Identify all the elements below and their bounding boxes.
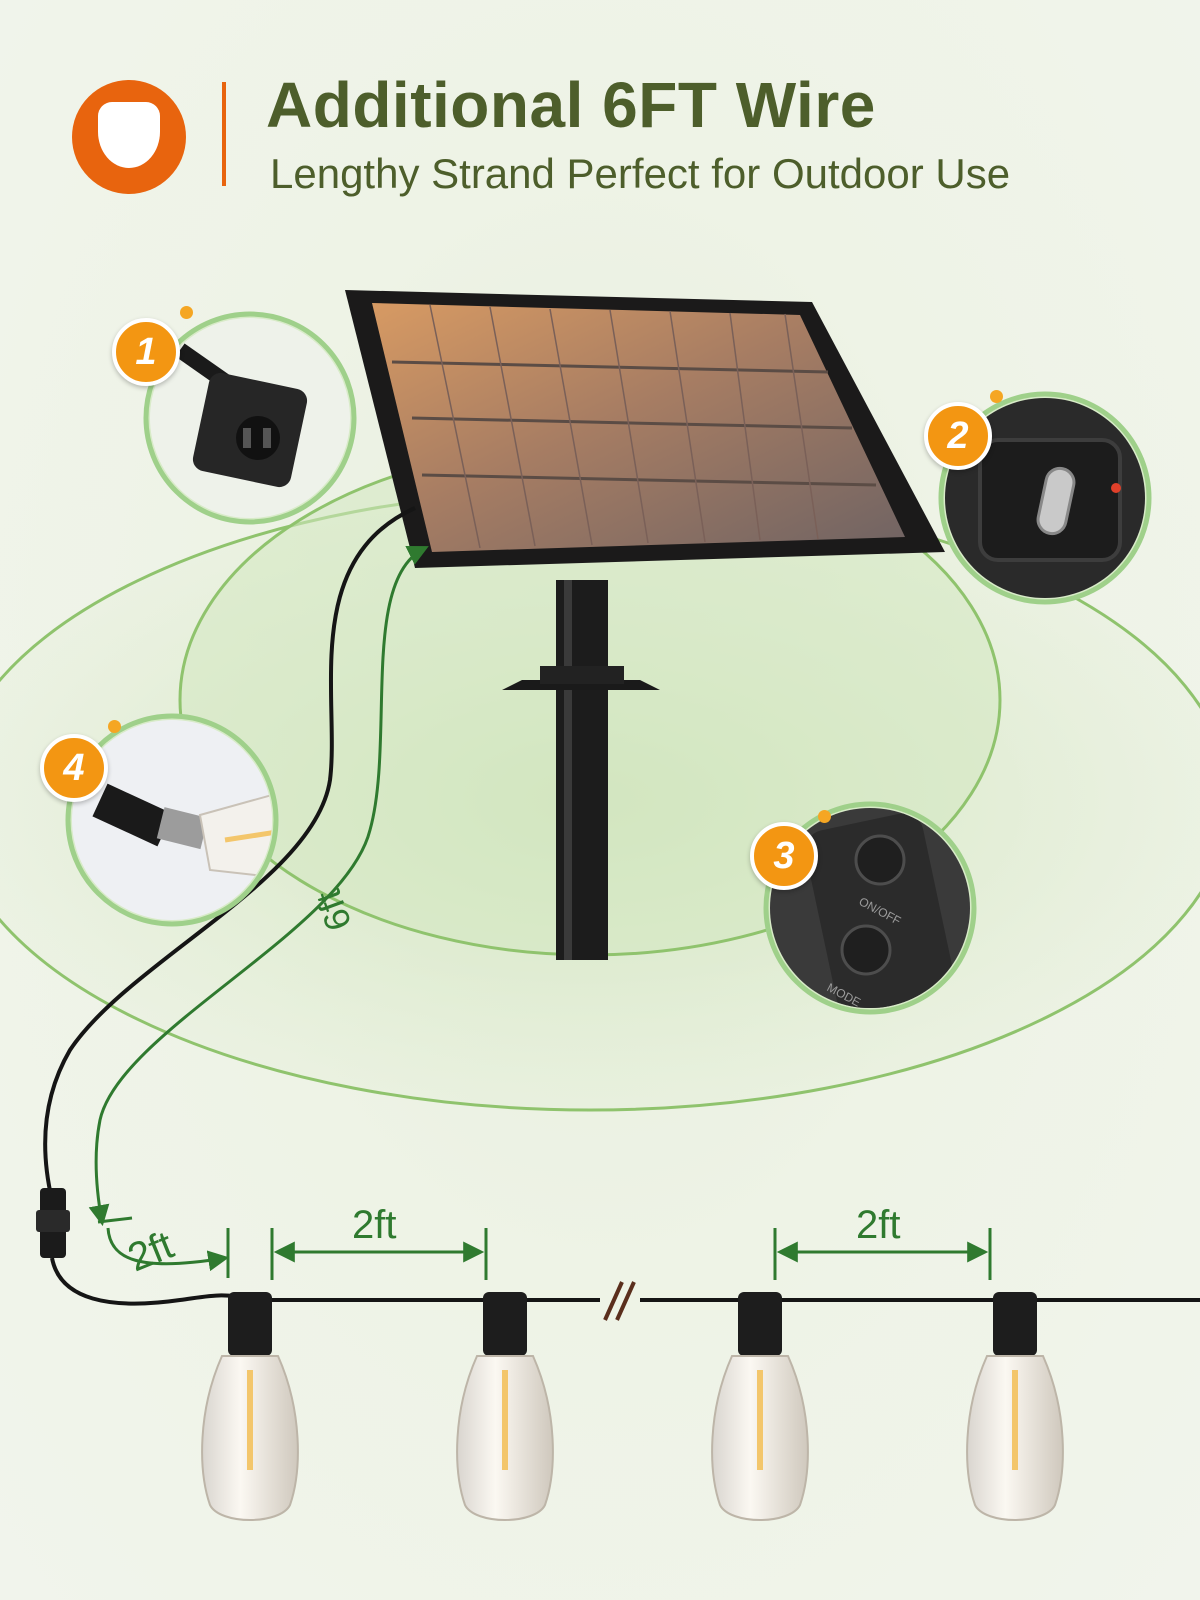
callout-2-badge: 2 — [924, 402, 992, 470]
callout-4-badge: 4 — [40, 734, 108, 802]
ground-stake — [502, 580, 660, 960]
page-title: Additional 6FT Wire — [266, 69, 876, 141]
bulb-1 — [201, 1292, 299, 1521]
page-subtitle: Lengthy Strand Perfect for Outdoor Use — [270, 150, 1011, 197]
spacing-right-dimension — [773, 1228, 992, 1280]
badge-4-dot — [108, 720, 121, 733]
bulb-4 — [966, 1292, 1064, 1521]
callout-1-badge: 1 — [112, 318, 180, 386]
spacing-left-dimension — [270, 1228, 488, 1280]
callout-3-detail: ON/OFF MODE — [763, 801, 977, 1015]
spacing-right-label: 2ft — [856, 1203, 900, 1247]
six-ft-dimension-line — [88, 546, 429, 1227]
badge-3-dot — [818, 810, 831, 823]
spacing-left-label: 2ft — [352, 1203, 396, 1247]
bulb-3 — [711, 1292, 809, 1521]
callout-4-detail — [65, 713, 279, 927]
wire-connector — [36, 1188, 70, 1258]
header: Additional 6FT Wire Lengthy Strand Perfe… — [0, 0, 1200, 220]
callout-3-badge: 3 — [750, 822, 818, 890]
callout-1-detail — [143, 311, 357, 525]
header-divider — [222, 82, 226, 186]
first-gap-dimension — [97, 1216, 230, 1278]
solar-panel — [345, 290, 945, 568]
wire-break-icon — [603, 1281, 636, 1321]
first-gap-label: 2ft — [122, 1223, 180, 1280]
badge-1-dot — [180, 306, 193, 319]
badge-2-dot — [990, 390, 1003, 403]
bulb-2 — [456, 1292, 554, 1521]
brand-logo — [72, 80, 186, 194]
